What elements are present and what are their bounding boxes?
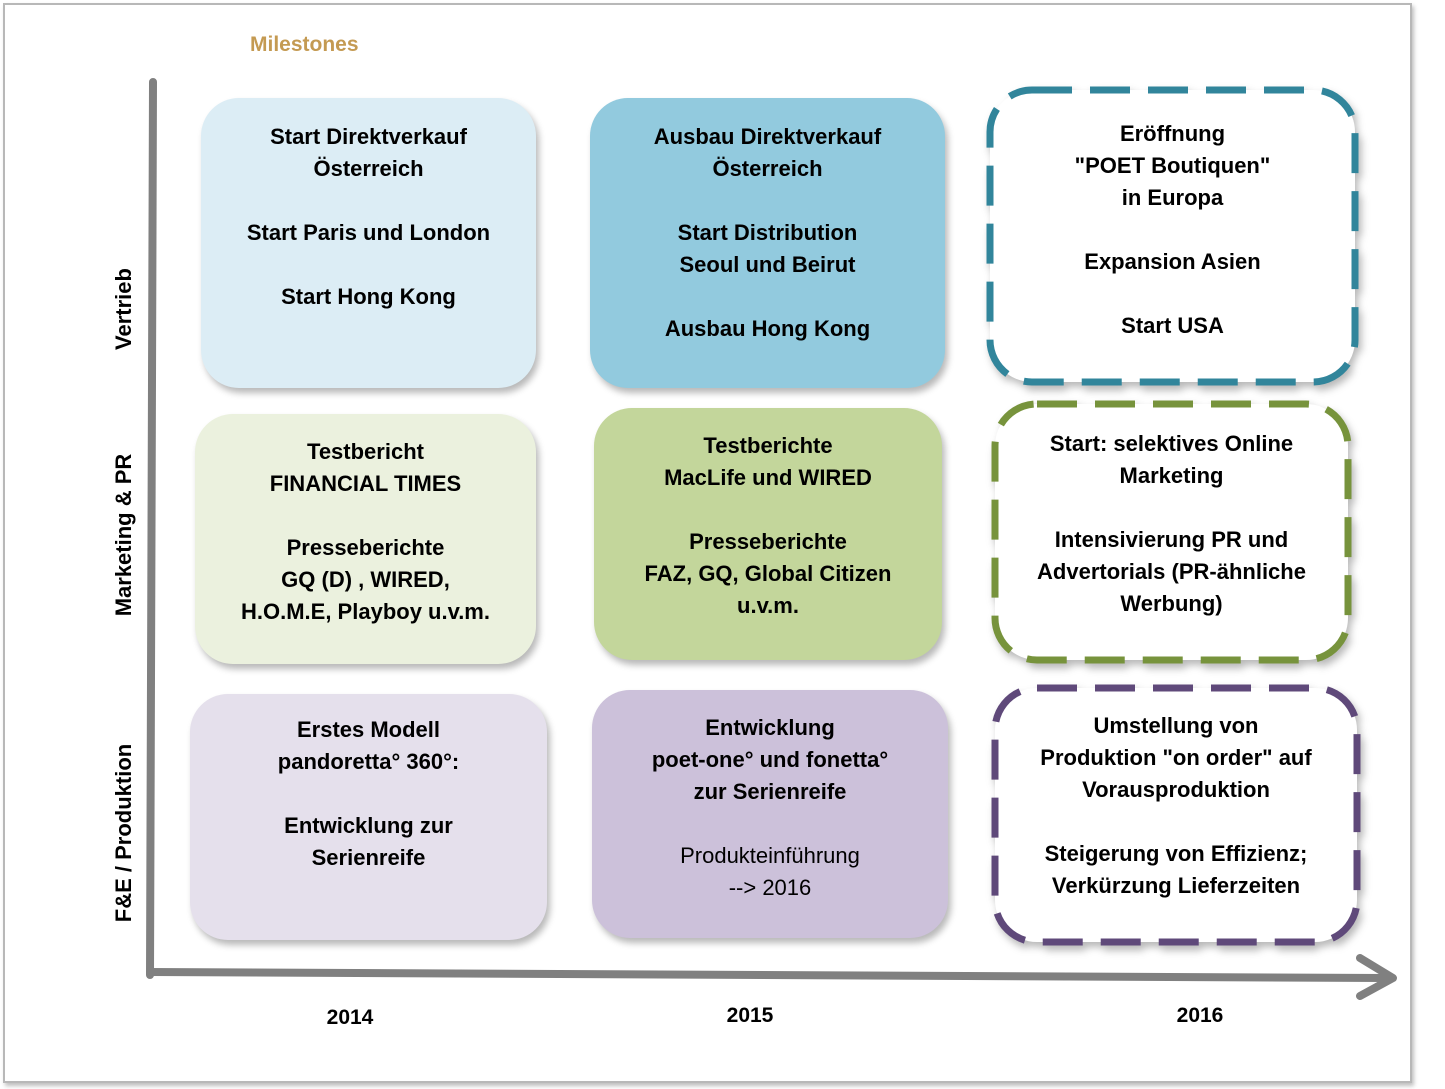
year-label-2014: 2014 [326, 1006, 374, 1029]
cell-marketing-2014: Testbericht FINANCIAL TIMES Pressebericht… [195, 414, 536, 664]
cell-text: Expansion Asien [1084, 249, 1261, 274]
cell-text: Erstes Modell pandoretta° 360°: [277, 717, 460, 774]
x-axis-arrowhead [1356, 954, 1397, 1000]
row-label-produktion: F&E / Produktion [111, 743, 136, 923]
y-axis [146, 78, 157, 979]
cell-text: Intensivierung PR und Advertorials (PR-ä… [1037, 527, 1306, 616]
dashed-border-rect [986, 86, 1359, 386]
diagram-title: Milestones [250, 33, 359, 56]
cell-text: Umstellung von Produktion "on order" auf… [1040, 713, 1312, 802]
cell-text: Testbericht FINANCIAL TIMES [269, 439, 462, 496]
year-label-2015: 2015 [726, 1004, 774, 1027]
cell-text: Testberichte MacLife und WIRED [664, 433, 872, 490]
cell-produktion-2015: Entwicklung poet-one° und fonetta° zur S… [592, 690, 948, 938]
cell-text: Ausbau Hong Kong [664, 316, 871, 341]
dashed-border [991, 684, 1361, 946]
cell-note: Produkteinführung --> 2016 [680, 843, 860, 900]
cell-text: Start Hong Kong [281, 284, 456, 309]
x-axis [146, 968, 1389, 982]
dashed-border [986, 86, 1359, 386]
dashed-border-rect [991, 400, 1352, 664]
cell-text: Presseberichte FAZ, GQ, Global Citizen u… [644, 529, 892, 618]
cell-text: Eröffnung "POET Boutiquen" in Europa [1074, 121, 1271, 210]
cell-text: Presseberichte GQ (D) , WIRED, H.O.M.E, … [241, 535, 490, 624]
cell-text: Entwicklung zur Serienreife [284, 813, 453, 870]
dashed-border [991, 400, 1352, 664]
cell-text: Steigerung von Effizienz; Verkürzung Lie… [1044, 841, 1308, 898]
cell-text: Ausbau Direktverkauf Österreich [653, 124, 882, 181]
cell-text: Start Paris und London [246, 220, 491, 245]
cell-text: Start Direktverkauf Österreich [270, 124, 467, 181]
cell-text: Start USA [1121, 313, 1224, 338]
dashed-border-rect [991, 684, 1361, 946]
cell-produktion-2016: Umstellung von Produktion "on order" auf… [991, 684, 1361, 946]
cell-marketing-2015: Testberichte MacLife und WIRED Presseberi… [594, 408, 942, 660]
year-label-2016: 2016 [1176, 1004, 1224, 1027]
cell-text: Start Distribution Seoul und Beirut [677, 220, 858, 277]
cell-text: Start: selektives Online Marketing [1049, 431, 1294, 488]
cell-produktion-2014: Erstes Modell pandoretta° 360°: Entwicklu… [190, 694, 547, 940]
cell-text: Entwicklung poet-one° und fonetta° zur S… [651, 715, 889, 804]
